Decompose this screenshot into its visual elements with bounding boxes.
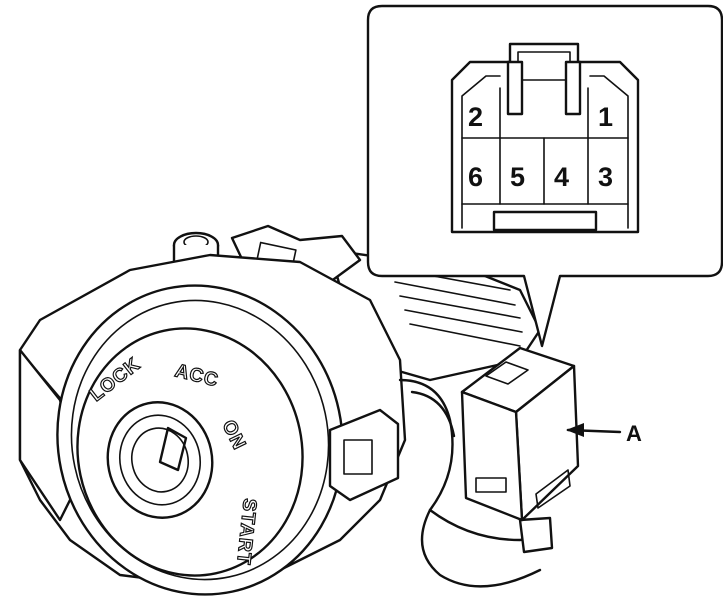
connector-callout: A	[566, 421, 642, 446]
pin-4-label: 4	[554, 162, 569, 192]
pin-5-label: 5	[510, 162, 525, 192]
wire-harness	[328, 378, 554, 588]
connector-face	[450, 42, 640, 234]
callout-label-a: A	[626, 421, 642, 446]
connector-a	[460, 346, 580, 522]
connector-pin-labels: 2 1 6 5 4 3	[468, 102, 613, 192]
pin-2-label: 2	[468, 102, 483, 132]
pin-3-label: 3	[598, 162, 613, 192]
pin-6-label: 6	[468, 162, 483, 192]
ignition-switch-body	[18, 224, 542, 596]
pin-1-label: 1	[598, 102, 613, 132]
